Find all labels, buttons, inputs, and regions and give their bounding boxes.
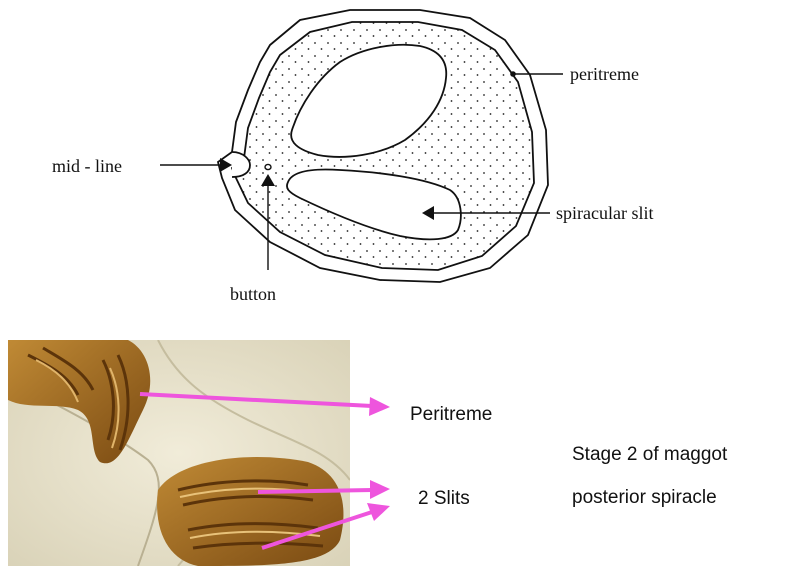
peritreme-arrowhead	[369, 397, 390, 416]
slit-arrow-line-2	[262, 512, 372, 548]
mid-line-arrowhead	[220, 158, 232, 172]
button-dot	[265, 164, 271, 169]
photo-slits-label: 2 Slits	[418, 488, 470, 510]
spiracle-diagram: peritreme mid - line spiracular slit but…	[0, 0, 794, 320]
spiracular-slit-label: spiracular slit	[556, 203, 653, 223]
caption-line-2: posterior spiracle	[572, 487, 717, 509]
slit-arrow-line-1	[258, 490, 372, 492]
photo-peritreme-label: Peritreme	[410, 404, 492, 426]
mid-line-label: mid - line	[52, 156, 122, 176]
photo-arrows	[0, 330, 420, 570]
slit-arrowhead-1	[370, 480, 390, 499]
peritreme-pointer-dot	[510, 71, 516, 77]
peritreme-label: peritreme	[570, 64, 639, 84]
peritreme-arrow-line	[140, 394, 372, 406]
button-label: button	[230, 284, 276, 304]
caption-line-1: Stage 2 of maggot	[572, 444, 727, 466]
